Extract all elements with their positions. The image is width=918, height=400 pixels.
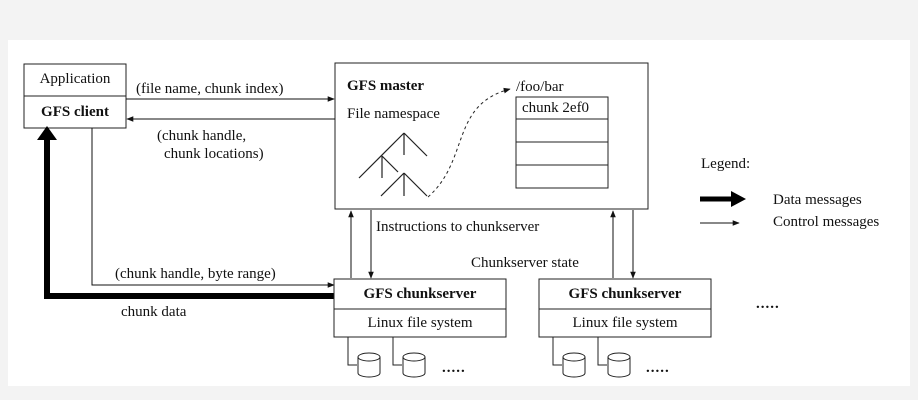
- legend-title: Legend:: [701, 156, 751, 172]
- application-box: [23, 63, 127, 97]
- chunkserver-state-label: Chunkserver state: [471, 255, 579, 271]
- disk-ellipsis: .....: [442, 360, 466, 376]
- chunkserver-2-title: GFS chunkserver: [568, 286, 682, 302]
- master-title: GFS master: [347, 78, 425, 94]
- disk-connectors: [347, 337, 607, 366]
- read-request-arrow: [91, 128, 335, 288]
- chunk-data-arrowhead: [37, 126, 57, 140]
- reply-label-line2: chunk locations): [164, 146, 264, 162]
- application-label: Application: [39, 71, 111, 87]
- gfs-client-box: [23, 95, 127, 129]
- chunkserver-2-fs-box: [538, 308, 712, 338]
- read-request-label: (chunk handle, byte range): [115, 266, 276, 282]
- gfs-client-label: GFS client: [41, 104, 109, 120]
- chunkserver-2-fs-label: Linux file system: [572, 315, 678, 331]
- disk-icon: [402, 352, 426, 378]
- disk-icon: [562, 352, 586, 378]
- path-label: /foo/bar: [516, 79, 564, 95]
- legend-data-arrowhead: [731, 191, 746, 207]
- namespace-label: File namespace: [347, 106, 440, 122]
- chunk-handle-label: chunk 2ef0: [522, 100, 590, 116]
- disk-icon: [607, 352, 631, 378]
- instructions-label: Instructions to chunkserver: [376, 219, 540, 235]
- chunkserver-1-fs-box: [333, 308, 507, 338]
- legend-data-label: Data messages: [773, 192, 862, 208]
- disk-icon: [357, 352, 381, 378]
- namespace-lookup-curve: [427, 87, 511, 198]
- file-request-label: (file name, chunk index): [136, 81, 284, 97]
- reply-label-line1: (chunk handle,: [157, 128, 247, 144]
- chunk-data-arrow: [44, 137, 335, 299]
- chunkserver-1-title: GFS chunkserver: [363, 286, 477, 302]
- chunkserver-2-box: [538, 278, 712, 310]
- disk-ellipsis: .....: [646, 360, 670, 376]
- chunkserver-1-fs-label: Linux file system: [367, 315, 473, 331]
- chunk-data-label: chunk data: [121, 304, 187, 320]
- namespace-tree-icon: [358, 132, 428, 197]
- legend-control-label: Control messages: [773, 214, 880, 230]
- chunkserver-ellipsis: .....: [756, 296, 780, 312]
